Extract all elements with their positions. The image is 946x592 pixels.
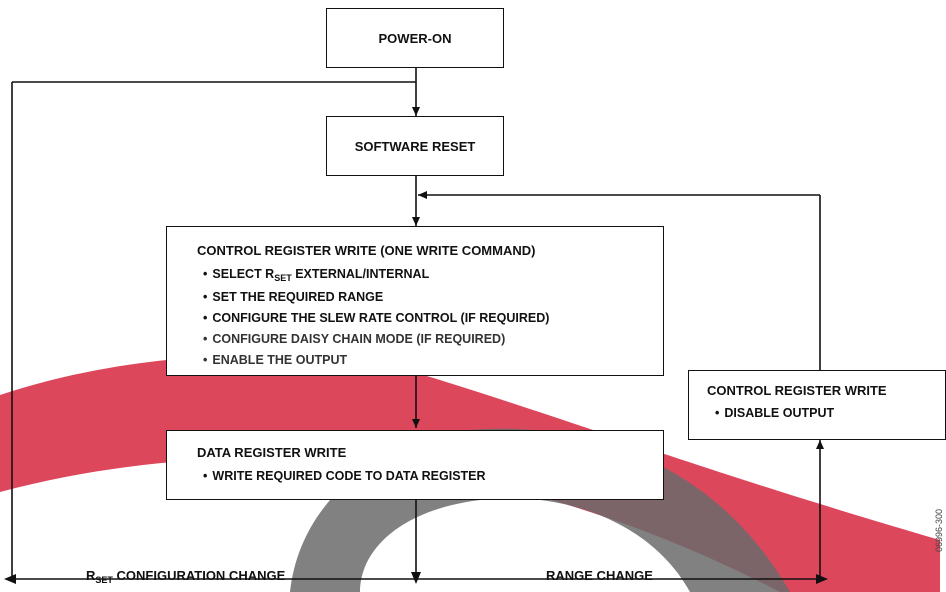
figure-id: 06996-300 [934,508,944,552]
item-text: CONFIGURE THE SLEW RATE CONTROL (IF REQU… [212,311,550,325]
bullet-dot: • [203,469,208,483]
rset-config-change-label: RSET CONFIGURATION CHANGE [86,568,286,585]
software-reset-label: SOFTWARE RESET [354,138,476,154]
bullet-enable-output: • ENABLE THE OUTPUT [203,353,347,367]
power-on-label: POWER-ON [378,30,452,46]
item-text: ENABLE THE OUTPUT [212,353,348,367]
bullet-write-code: • WRITE REQUIRED CODE TO DATA REGISTER [203,469,486,483]
arrow-down-bottom [411,572,421,584]
bullet-dot: • [715,406,720,420]
data-register-write-box: DATA REGISTER WRITE • WRITE REQUIRED CODE… [166,430,664,500]
item-text: SET THE REQUIRED RANGE [212,290,384,304]
control-write-title: CONTROL REGISTER WRITE (ONE WRITE COMMAN… [197,243,536,258]
select-suffix: EXTERNAL/INTERNAL [291,267,430,281]
rset-suffix: CONFIGURATION CHANGE [112,568,286,583]
bullet-daisy-chain: • CONFIGURE DAISY CHAIN MODE (IF REQUIRED… [203,332,505,346]
data-write-title: DATA REGISTER WRITE [197,445,347,460]
bullet-slew-rate: • CONFIGURE THE SLEW RATE CONTROL (IF REQ… [203,311,549,325]
item-text: DISABLE OUTPUT [724,406,835,420]
item-text: CONFIGURE DAISY CHAIN MODE (IF REQUIRED) [212,332,506,346]
arrow-left-end [4,574,16,584]
select-sub: SET [274,273,292,283]
bullet-dot: • [203,353,208,367]
bullet-dot: • [203,290,208,304]
bullet-dot: • [203,267,208,281]
rset-sub: SET [95,575,113,585]
item-text: WRITE REQUIRED CODE TO DATA REGISTER [212,469,486,483]
power-on-box: POWER-ON [326,8,504,68]
bullet-disable-output: • DISABLE OUTPUT [715,406,834,420]
rset-prefix: R [86,568,96,583]
bullet-dot: • [203,311,208,325]
bullet-dot: • [203,332,208,346]
bullet-select-rset: • SELECT RSET EXTERNAL/INTERNAL [203,267,430,283]
control-register-write-box: CONTROL REGISTER WRITE (ONE WRITE COMMAN… [166,226,664,376]
arrow-right-end [816,574,828,584]
control-disable-title: CONTROL REGISTER WRITE [707,383,887,398]
control-disable-box: CONTROL REGISTER WRITE • DISABLE OUTPUT [688,370,946,440]
select-prefix: SELECT R [212,267,275,281]
software-reset-box: SOFTWARE RESET [326,116,504,176]
range-change-label: RANGE CHANGE [546,568,653,583]
bullet-set-range: • SET THE REQUIRED RANGE [203,290,383,304]
